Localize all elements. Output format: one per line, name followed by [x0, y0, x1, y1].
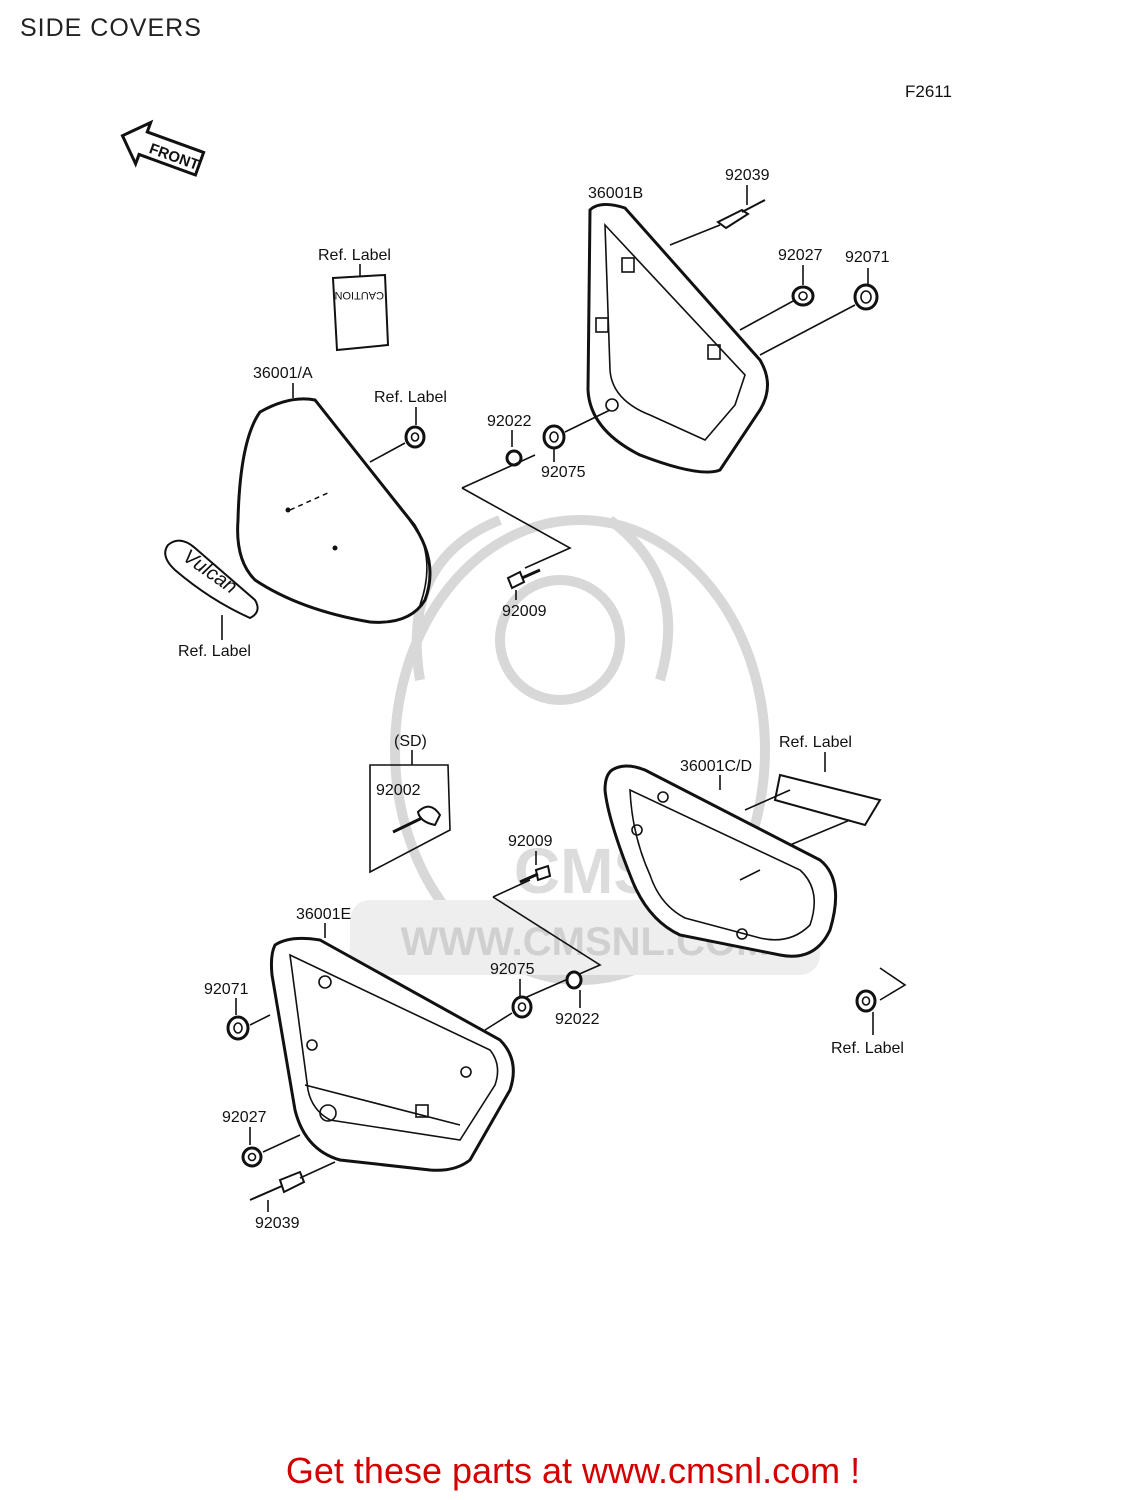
part-label-92075-bottom: 92075 — [490, 961, 535, 978]
grommet-92027-top-icon — [791, 285, 815, 307]
caution-label-text: CAUTION — [334, 289, 384, 301]
part-label-92009-bottom: 92009 — [508, 833, 553, 850]
caution-label-sticker: CAUTION — [331, 273, 390, 352]
side-cover-36001a — [236, 397, 432, 624]
grommet-92071-top-icon — [853, 283, 879, 311]
bolt-92009-bottom-icon — [519, 864, 552, 884]
side-cover-36001b — [586, 203, 769, 474]
front-arrow-icon: FRONT — [120, 119, 206, 177]
part-label-36001e: 36001E — [296, 906, 351, 923]
ref-label-grommet-bottom: Ref. Label — [831, 1040, 904, 1057]
page-title: SIDE COVERS — [20, 14, 202, 42]
washer-92022-bottom-icon — [565, 970, 583, 990]
part-label-92071-top: 92071 — [845, 249, 890, 266]
ref-label-caution: Ref. Label — [318, 247, 391, 264]
figure-code: F2611 — [905, 82, 952, 101]
part-label-92039-bottom: 92039 — [255, 1215, 300, 1232]
part-label-92039-top: 92039 — [725, 167, 770, 184]
grommet-ref-bottom-icon — [855, 989, 877, 1013]
side-cover-36001cd — [603, 764, 838, 958]
part-label-36001cd: 36001C/D — [680, 758, 752, 775]
part-label-92009-top: 92009 — [502, 603, 547, 620]
pin-92039-top-icon — [716, 199, 766, 230]
part-label-36001a: 36001/A — [253, 365, 313, 382]
ref-label-emblem: Ref. Label — [178, 643, 251, 660]
screw-92002-icon — [392, 805, 442, 834]
side-cover-36001e — [269, 936, 515, 1172]
sd-label: (SD) — [394, 733, 427, 750]
ref-label-grommet: Ref. Label — [374, 389, 447, 406]
grommet-92075-bottom-icon — [511, 995, 533, 1019]
part-label-92002: 92002 — [376, 782, 421, 799]
label-strip-sticker — [773, 773, 882, 827]
grommet-92071-bottom-icon — [226, 1015, 250, 1041]
part-label-92022-bottom: 92022 — [555, 1011, 600, 1028]
part-label-36001b: 36001B — [588, 185, 643, 202]
grommet-92075-top-icon — [542, 424, 566, 450]
pin-92039-bottom-icon — [249, 1170, 306, 1201]
part-label-92075-top: 92075 — [541, 464, 586, 481]
bolt-92009-top-icon — [506, 568, 541, 590]
part-label-92027-bottom: 92027 — [222, 1109, 267, 1126]
grommet-92027-bottom-icon — [241, 1146, 263, 1168]
part-label-92027-top: 92027 — [778, 247, 823, 264]
footer-link-text[interactable]: Get these parts at www.cmsnl.com ! — [285, 1450, 861, 1491]
grommet-ref-top-icon — [404, 425, 426, 449]
part-label-92022-top: 92022 — [487, 413, 532, 430]
ref-label-strip: Ref. Label — [779, 734, 852, 751]
part-label-92071-bottom: 92071 — [204, 981, 249, 998]
sd-detail-box — [369, 764, 451, 874]
